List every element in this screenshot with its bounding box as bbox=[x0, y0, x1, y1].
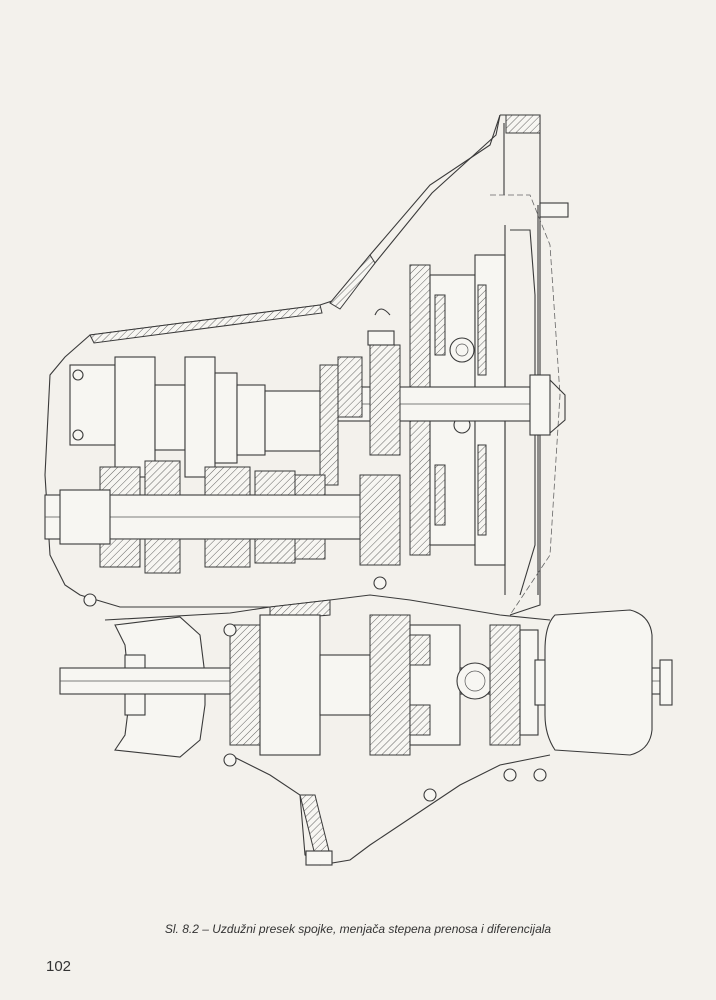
differential-housing bbox=[104, 594, 551, 866]
right-cv-boot bbox=[544, 609, 653, 756]
transmission-cross-section-drawing bbox=[44, 114, 673, 866]
figure-caption: Sl. 8.2 – Uzdužni presek spojke, menjača… bbox=[164, 922, 552, 936]
page-number: 102 bbox=[46, 958, 72, 975]
